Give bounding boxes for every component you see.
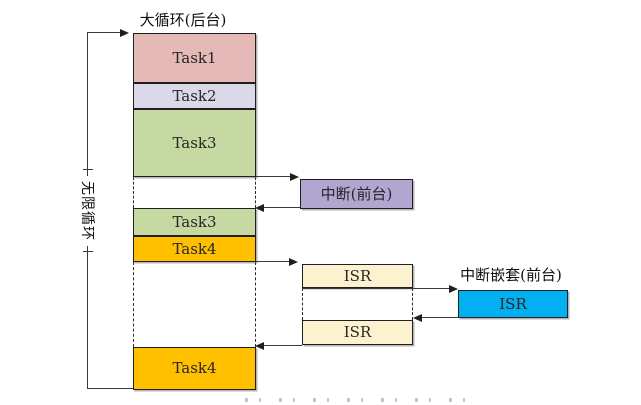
loop-top-arrowhead-icon: [120, 28, 129, 37]
arrow-nested-isr-return-head-icon: [413, 313, 422, 322]
arrow-isr-return-to-task4-head-icon: [255, 341, 264, 350]
block-isr-second: ISR: [302, 320, 413, 345]
loop-label-bottom-tick: [83, 251, 93, 252]
block-task4-first: Task4: [133, 236, 256, 262]
block-isr-first: ISR: [302, 264, 413, 288]
block-task3-first: Task3: [133, 109, 256, 177]
nested-interrupt-label: 中断嵌套(前台): [460, 266, 562, 284]
arrow-task4-to-isr-line: [256, 261, 290, 262]
column-right-dashed-gap1: [255, 177, 256, 208]
arrow-isr-return-to-task4-line: [264, 345, 302, 346]
block-task3-second: Task3: [133, 208, 256, 236]
arrow-interrupt-return-head-icon: [255, 203, 264, 212]
block-task4-second: Task4: [133, 347, 256, 390]
column-right-dashed-gap2: [255, 262, 256, 347]
isr-gap-left-dashed: [302, 288, 303, 320]
block-task1: Task1: [133, 33, 256, 83]
isr-gap-right-dashed: [412, 288, 413, 320]
loop-bottom-line: [88, 388, 134, 389]
arrow-task3-to-interrupt-line: [256, 176, 291, 177]
column-left-dashed-gap2: [133, 262, 134, 347]
arrow-task3-to-interrupt-head-icon: [290, 172, 299, 181]
arrow-isr-to-nested-isr-head-icon: [449, 284, 458, 293]
arrow-nested-isr-return-line: [422, 317, 458, 318]
block-interrupt-foreground: 中断(前台): [300, 179, 413, 209]
cropped-caption-fragments: [245, 398, 475, 402]
arrow-interrupt-return-line: [263, 207, 300, 208]
arrow-isr-to-nested-isr-line: [302, 288, 450, 289]
loop-top-line: [88, 32, 121, 33]
arrow-task4-to-isr-head-icon: [289, 257, 298, 266]
block-task2: Task2: [133, 83, 256, 109]
column-left-dashed-gap1: [133, 177, 134, 208]
big-loop-title: 大循环(后台): [139, 11, 227, 29]
infinite-loop-label: 无限循环: [79, 176, 97, 246]
loop-label-top-tick: [83, 169, 93, 170]
block-isr-nested: ISR: [458, 290, 568, 318]
